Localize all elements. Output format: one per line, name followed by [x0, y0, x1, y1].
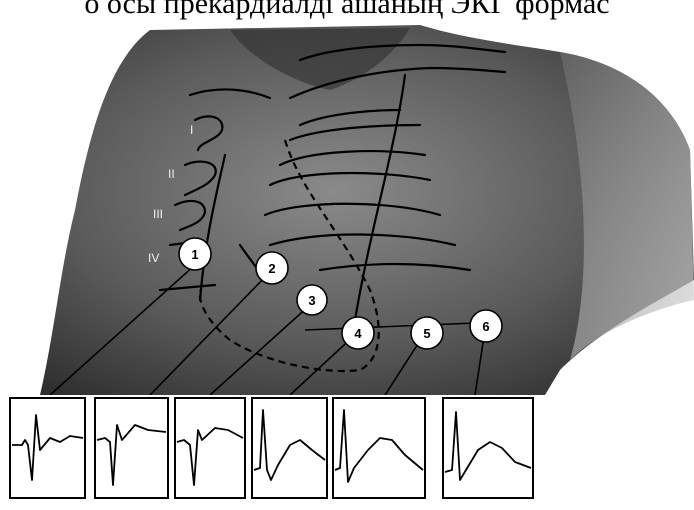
lead-number-6: 6	[482, 319, 489, 334]
rib-label-1: I	[190, 123, 193, 137]
ecg-panel-3	[175, 398, 245, 498]
lead-number-2: 2	[268, 261, 275, 276]
rib-label-4: IV	[148, 251, 159, 265]
caption-text: о осы прекардиалді ашаның ЭКГ формас	[0, 0, 694, 22]
lead-number-5: 5	[423, 326, 430, 341]
rib-label-2: II	[168, 167, 175, 181]
ecg-panel-2	[95, 398, 168, 498]
ecg-panel-1	[10, 398, 85, 498]
lead-number-3: 3	[308, 293, 315, 308]
rib-label-3: III	[153, 207, 163, 221]
lead-number-4: 4	[354, 326, 362, 341]
lead-number-1: 1	[191, 247, 198, 262]
